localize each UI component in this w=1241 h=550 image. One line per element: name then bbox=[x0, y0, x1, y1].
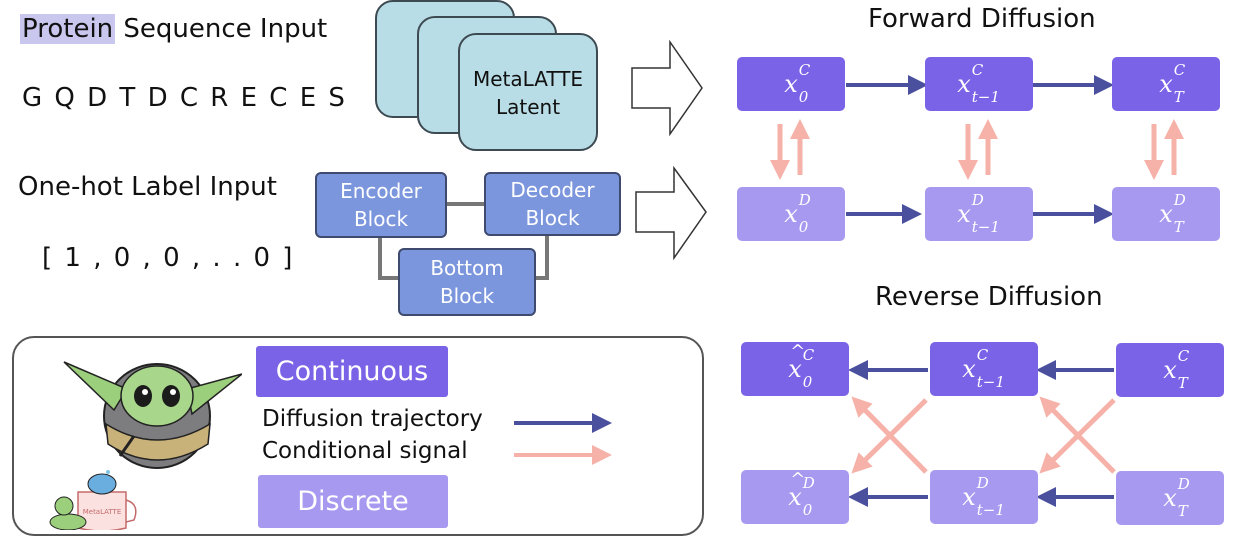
mascot-illustration: MetaLATTE bbox=[49, 361, 242, 530]
legend-continuous-chip: Continuous bbox=[256, 346, 448, 397]
legend-trajectory-label: Diffusion trajectory bbox=[262, 406, 483, 432]
legend-conditional-label: Conditional signal bbox=[262, 438, 468, 464]
protein-sequence-input-title: Protein Sequence Input bbox=[20, 14, 327, 44]
legend-discrete-chip: Discrete bbox=[258, 475, 448, 528]
hollow-arrow-top bbox=[631, 40, 703, 137]
one-hot-label-title: One-hot Label Input bbox=[18, 172, 277, 202]
protein-sequence: G Q D T D C R E C E S bbox=[22, 83, 347, 113]
forward-diffusion-title: Forward Diffusion bbox=[868, 4, 1096, 34]
hollow-arrow-bottom bbox=[635, 166, 707, 261]
legend-box: MetaLATTE Continuous Diffusion trajector… bbox=[12, 336, 704, 536]
protein-highlight: Protein bbox=[20, 14, 116, 44]
bottom-block: Bottom Block bbox=[398, 248, 536, 316]
encoder-block: Encoder Block bbox=[315, 172, 447, 238]
legend-arrows bbox=[514, 413, 612, 465]
latent-card-front: MetaLATTE Latent bbox=[458, 33, 598, 151]
decoder-block: Decoder Block bbox=[484, 172, 621, 236]
one-hot-label-vector: [ 1 , 0 , 0 , . . 0 ] bbox=[42, 243, 295, 273]
latent-card-label: MetaLATTE Latent bbox=[472, 67, 584, 119]
mug-text: MetaLATTE bbox=[83, 508, 122, 516]
reverse-diffusion-title: Reverse Diffusion bbox=[875, 282, 1103, 312]
protein-title-rest: Sequence Input bbox=[115, 14, 328, 44]
